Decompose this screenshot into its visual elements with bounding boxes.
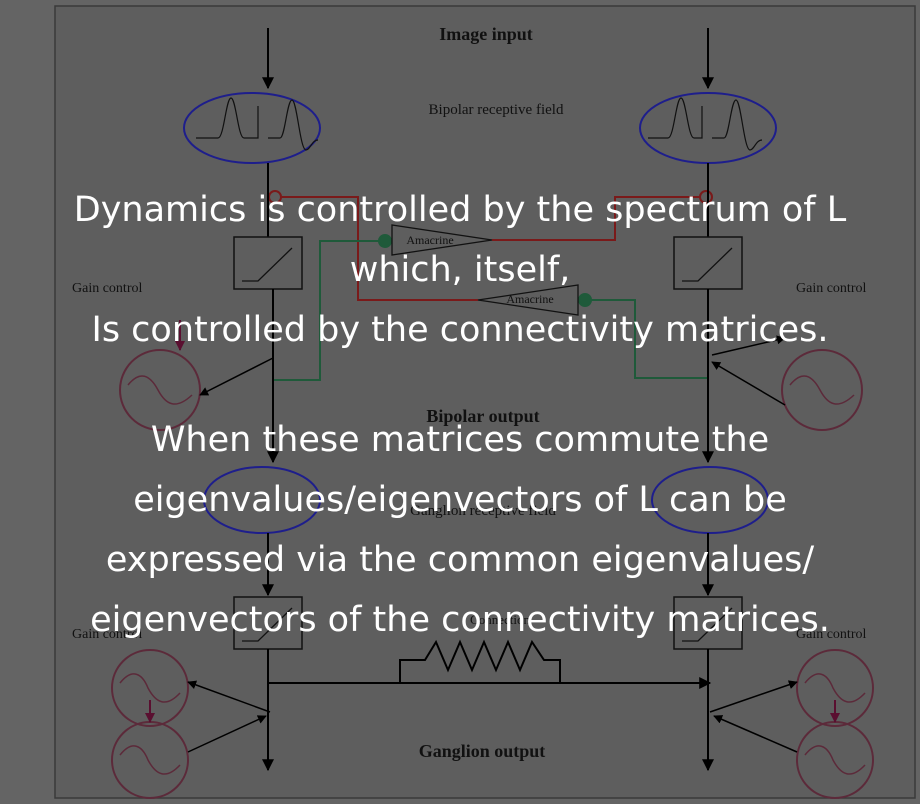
label-connection: Connection <box>470 612 530 627</box>
label-amacrine-1: Amacrine <box>406 233 453 247</box>
label-bipolar-output: Bipolar output <box>426 406 539 426</box>
gain-control-bottom-right <box>709 649 874 799</box>
gain-control-bottom-left <box>111 649 271 799</box>
feedback-pathway <box>273 234 708 381</box>
amacrine-cells <box>391 224 579 316</box>
ganglion-stage-left <box>233 533 303 772</box>
label-bipolar-receptive-field: Bipolar receptive field <box>429 102 564 118</box>
bipolar-receptive-field-left <box>183 92 321 164</box>
label-amacrine-2: Amacrine <box>506 292 553 306</box>
label-gain-control-left-top: Gain control <box>72 281 142 296</box>
image-input-arrows <box>262 28 714 90</box>
ganglion-receptive-field <box>203 466 769 534</box>
label-ganglion-output: Ganglion output <box>419 741 546 761</box>
label-gain-control-right-top: Gain control <box>796 281 866 296</box>
connection-resistor <box>268 639 712 689</box>
ganglion-stage-right <box>673 533 743 772</box>
label-gain-control-left-bottom: Gain control <box>72 627 142 642</box>
label-gain-control-right-bottom: Gain control <box>796 627 866 642</box>
label-image-input: Image input <box>439 24 533 44</box>
gain-control-top-left <box>119 320 274 431</box>
gain-control-top-right <box>711 335 863 431</box>
bipolar-stage-right <box>673 163 743 464</box>
bipolar-stage-left <box>233 163 303 464</box>
label-ganglion-receptive-field: Ganglion receptive field <box>410 503 556 519</box>
